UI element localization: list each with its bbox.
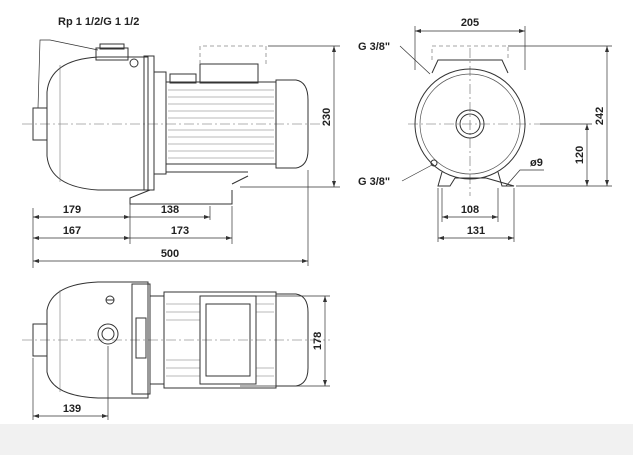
dim-500: 500 [161,248,179,260]
hole-diameter-label: ø9 [530,157,543,169]
end-view-dimensions [414,26,612,242]
dim-178: 178 [312,332,324,350]
dim-131: 131 [467,225,485,237]
dim-120: 120 [574,146,586,164]
top-view [22,281,330,399]
dim-230: 230 [321,108,333,126]
top-view-dimensions [32,295,330,420]
side-view-dimensions [32,45,340,268]
side-view [22,39,330,205]
dim-242: 242 [594,107,606,125]
port-label-top: G 3/8" [358,41,390,53]
port-label-bottom: G 3/8" [358,176,390,188]
dim-138: 138 [161,204,179,216]
dim-167: 167 [63,225,81,237]
dim-173: 173 [171,225,189,237]
inlet-thread-label: Rp 1 1/2/G 1 1/2 [58,16,139,28]
dim-205: 205 [461,17,479,29]
dim-108: 108 [461,204,479,216]
footer-band [0,424,633,455]
end-view [399,45,544,196]
dim-139: 139 [63,403,81,415]
dim-179: 179 [63,204,81,216]
